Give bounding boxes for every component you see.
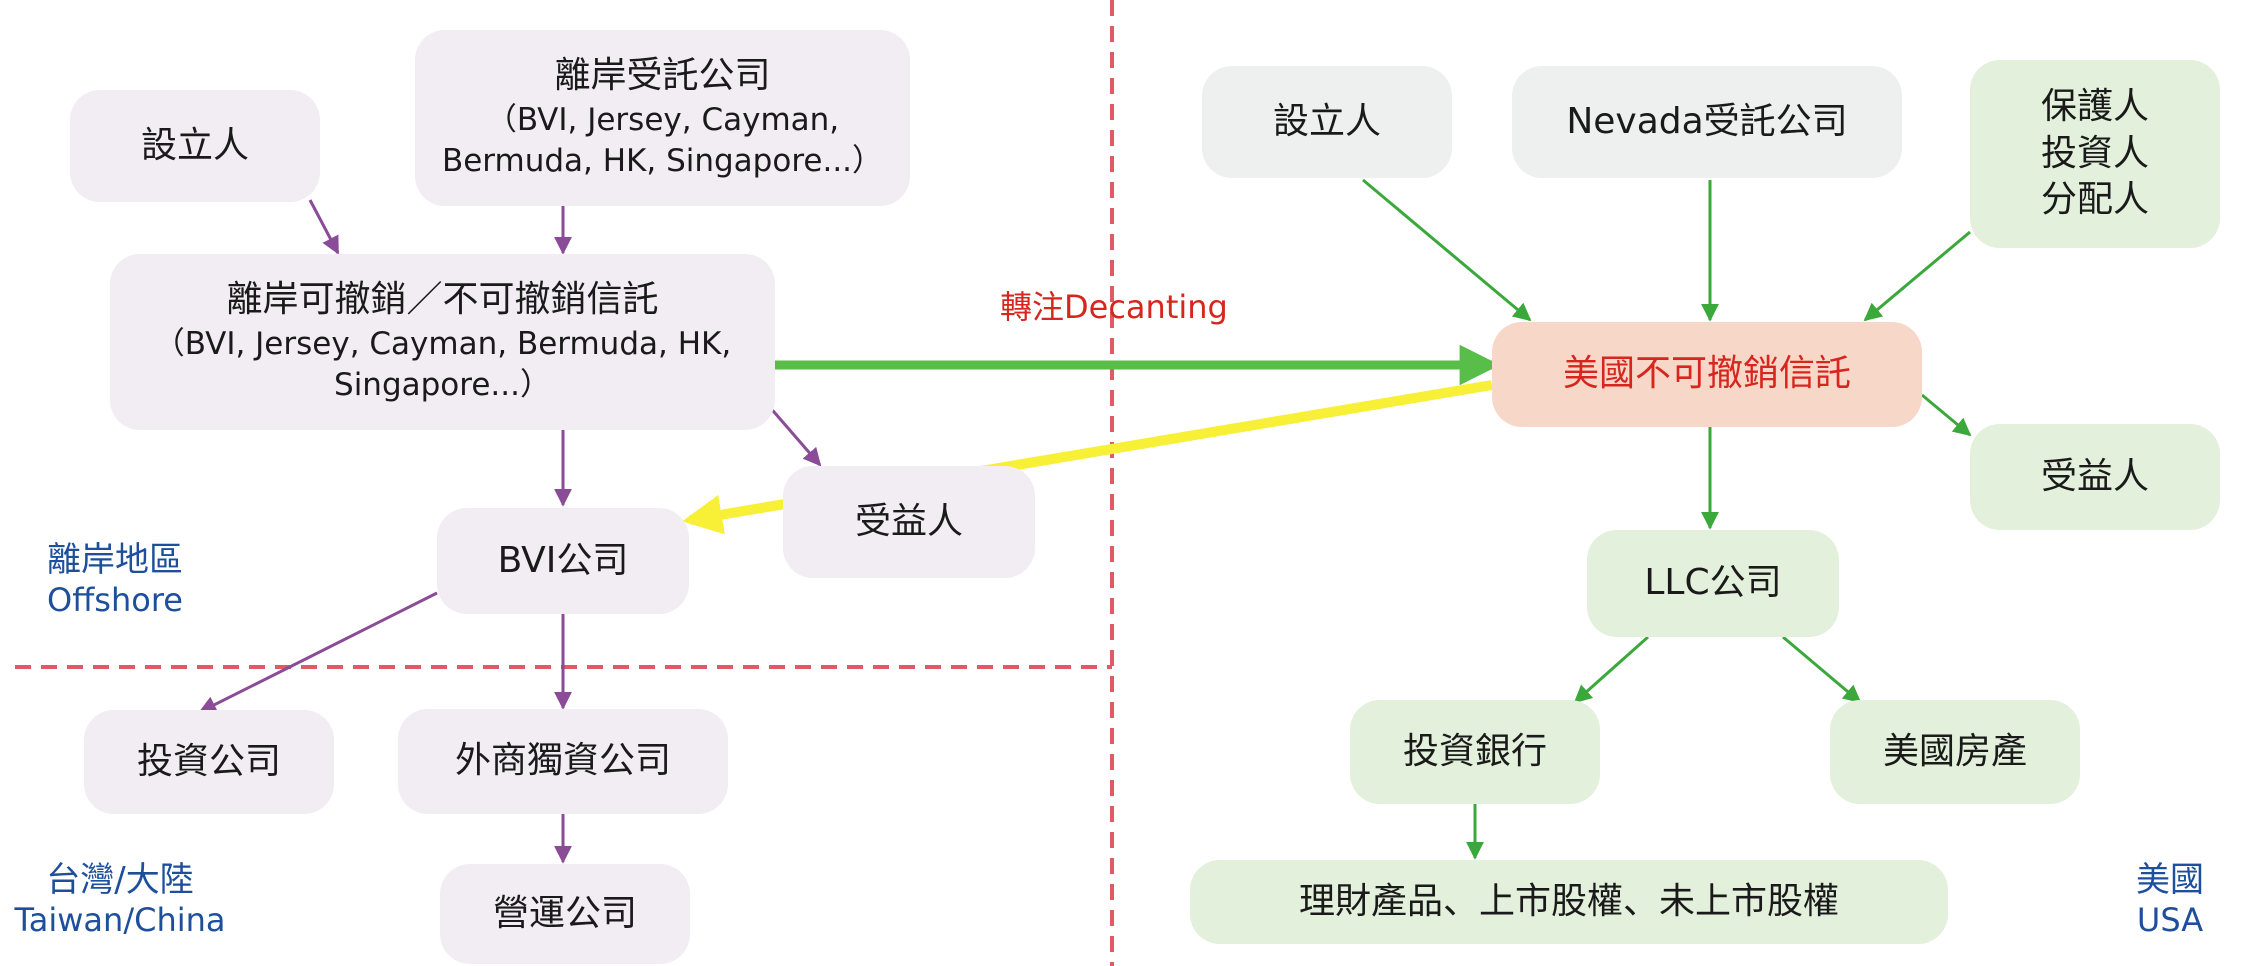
arrow-llc-to-bank bbox=[1573, 635, 1649, 704]
roles-node: 保護人 投資人 分配人 bbox=[1970, 60, 2220, 248]
operating-company-node: 營運公司 bbox=[440, 864, 690, 964]
region-offshore-en: Offshore bbox=[47, 580, 183, 619]
llc-company-label: LLC公司 bbox=[1644, 562, 1782, 604]
us-irrevocable-trust-label: 美國不可撤銷信託 bbox=[1562, 353, 1851, 395]
arrow-trust-to-beneficiary bbox=[766, 404, 822, 467]
offshore-settlor-label: 設立人 bbox=[140, 124, 249, 166]
role-distributor: 分配人 bbox=[2040, 179, 2149, 221]
financial-products-node: 理財產品、上市股權、未上市股權 bbox=[1190, 860, 1948, 944]
offshore-trustee-sub2: Bermuda, HK, Singapore...） bbox=[441, 143, 884, 180]
offshore-trustee-title: 離岸受託公司 bbox=[554, 54, 771, 96]
region-taiwan-en: Taiwan/China bbox=[14, 900, 226, 939]
arrow-settlor-to-trust bbox=[308, 199, 340, 255]
offshore-trust-sub1: （BVI, Jersey, Cayman, Bermuda, HK, bbox=[153, 325, 732, 362]
foreign-owned-company-label: 外商獨資公司 bbox=[454, 740, 671, 782]
nevada-trustee-node: Nevada受託公司 bbox=[1512, 66, 1902, 178]
region-taiwan: 台灣/大陸 Taiwan/China bbox=[0, 860, 240, 939]
arrow-trust-to-us-beneficiary bbox=[1921, 393, 1972, 437]
bvi-company-label: BVI公司 bbox=[497, 539, 629, 581]
arrow-bvi-to-investment bbox=[198, 591, 438, 714]
region-offshore: 離岸地區 Offshore bbox=[20, 540, 210, 619]
offshore-trust-sub2: Singapore...） bbox=[334, 367, 551, 404]
operating-company-label: 營運公司 bbox=[492, 892, 637, 934]
role-investor: 投資人 bbox=[2040, 132, 2149, 174]
region-offshore-zh: 離岸地區 bbox=[47, 540, 183, 580]
us-beneficiary-node: 受益人 bbox=[1970, 424, 2220, 530]
region-us-en: USA bbox=[2136, 900, 2204, 939]
foreign-owned-company-node: 外商獨資公司 bbox=[398, 709, 728, 814]
llc-company-node: LLC公司 bbox=[1587, 530, 1839, 637]
us-beneficiary-label: 受益人 bbox=[2040, 455, 2149, 497]
decanting-label: 轉注Decanting bbox=[1000, 288, 1228, 326]
us-settlor-label: 設立人 bbox=[1272, 100, 1381, 142]
offshore-trustee-sub1: （BVI, Jersey, Cayman, bbox=[485, 101, 840, 138]
investment-company-label: 投資公司 bbox=[136, 740, 281, 782]
offshore-trustee-node: 離岸受託公司 （BVI, Jersey, Cayman, Bermuda, HK… bbox=[415, 30, 910, 206]
financial-products-label: 理財產品、上市股權、未上市股權 bbox=[1298, 880, 1839, 922]
arrow-llc-to-realestate bbox=[1782, 635, 1862, 704]
us-irrevocable-trust-node: 美國不可撤銷信託 bbox=[1492, 322, 1922, 427]
investment-bank-node: 投資銀行 bbox=[1350, 700, 1600, 804]
region-us: 美國 USA bbox=[2110, 860, 2230, 939]
region-taiwan-zh: 台灣/大陸 bbox=[46, 860, 194, 900]
offshore-settlor-node: 設立人 bbox=[70, 90, 320, 202]
region-us-zh: 美國 bbox=[2136, 860, 2204, 900]
offshore-beneficiary-node: 受益人 bbox=[783, 466, 1035, 578]
offshore-beneficiary-label: 受益人 bbox=[854, 500, 963, 542]
bvi-company-node: BVI公司 bbox=[437, 508, 689, 614]
investment-company-node: 投資公司 bbox=[84, 710, 334, 814]
arrow-us-settlor-to-trust bbox=[1362, 178, 1532, 322]
offshore-trust-node: 離岸可撤銷／不可撤銷信託 （BVI, Jersey, Cayman, Bermu… bbox=[110, 254, 775, 430]
us-real-estate-label: 美國房產 bbox=[1882, 730, 2027, 772]
offshore-trust-title: 離岸可撤銷／不可撤銷信託 bbox=[226, 278, 659, 320]
us-real-estate-node: 美國房產 bbox=[1830, 700, 2080, 804]
us-settlor-node: 設立人 bbox=[1202, 66, 1452, 178]
arrow-roles-to-trust bbox=[1863, 230, 1971, 322]
nevada-trustee-label: Nevada受託公司 bbox=[1566, 100, 1848, 142]
role-protector: 保護人 bbox=[2040, 85, 2149, 127]
investment-bank-label: 投資銀行 bbox=[1402, 730, 1547, 772]
